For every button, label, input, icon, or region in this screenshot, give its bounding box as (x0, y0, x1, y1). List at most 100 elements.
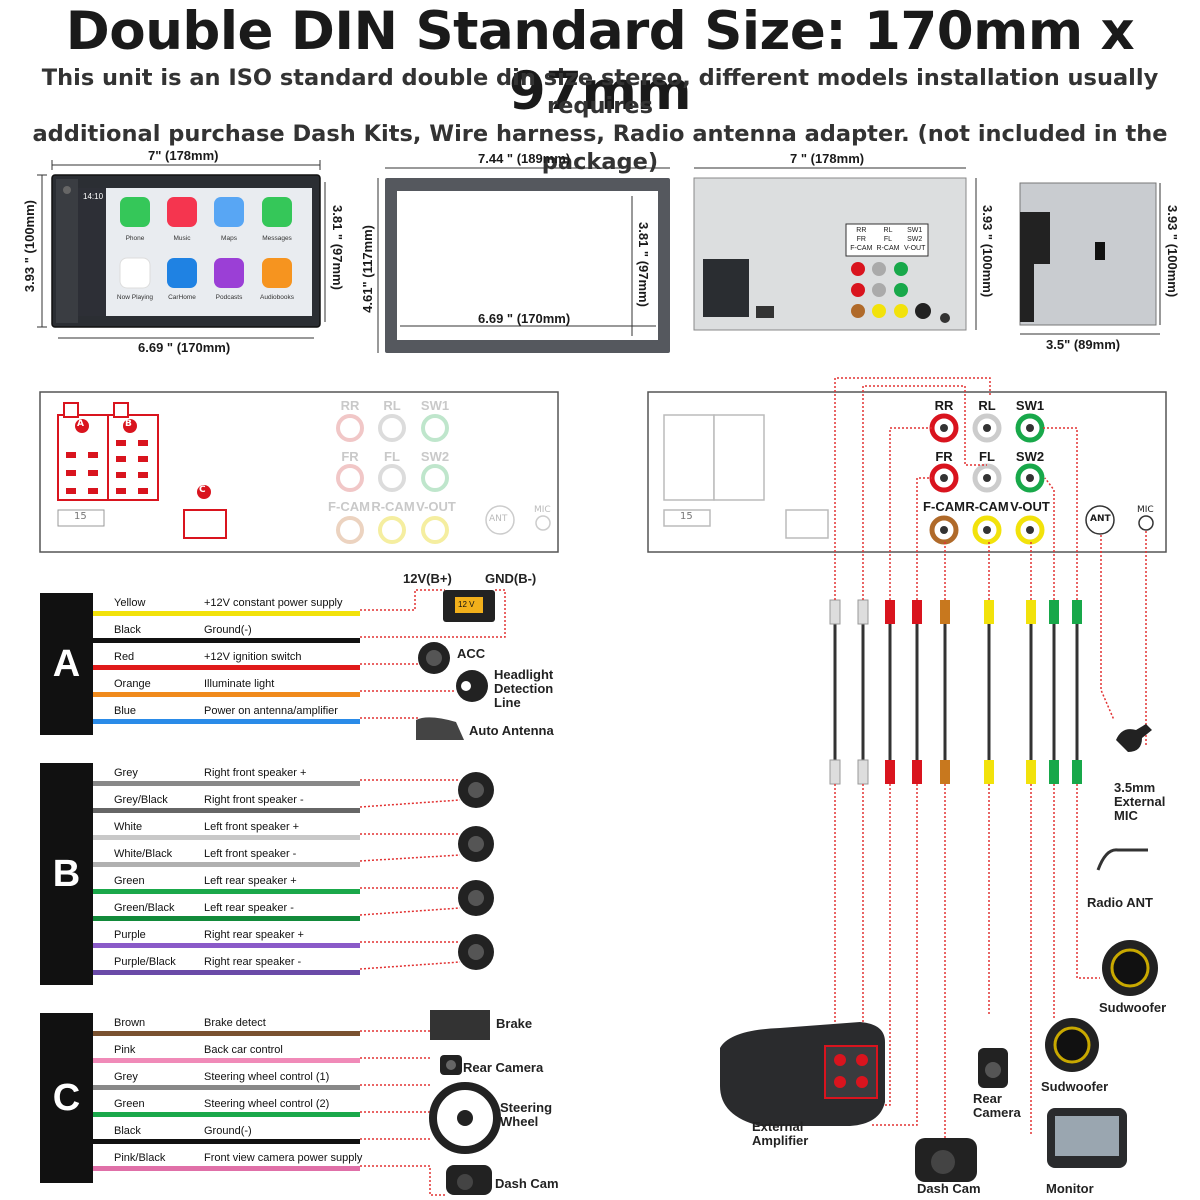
app-label-phone: Phone (125, 235, 145, 242)
wire-color-label: Grey (114, 767, 138, 779)
right-devices-drawings (720, 724, 1158, 1182)
lp-vout: V-OUT (416, 499, 456, 514)
wire-function-label: +12V constant power supply (204, 597, 343, 609)
wire-color-label: Pink (114, 1044, 136, 1056)
lp-sw2: SW2 (420, 449, 450, 464)
subwoofer2-label: Sudwoofer (1041, 1079, 1109, 1094)
back-table-rl: RL (883, 227, 893, 234)
dim-front-screen-height: 3.81 " (97mm) (330, 205, 345, 290)
rp-fr: FR (935, 449, 953, 464)
rp-fl: FL (979, 449, 995, 464)
dim-frame-width: 7.44 " (189mm) (478, 151, 571, 166)
wire-color-label: White (114, 821, 143, 833)
lp-rl: RL (383, 398, 401, 413)
rp-rr: RR (934, 398, 954, 413)
wire-stripe (93, 916, 360, 921)
wire-stripe (93, 1112, 360, 1117)
rca-plugs (829, 599, 1082, 785)
rear-camera-label-left: Rear Camera (463, 1060, 544, 1075)
wire-color-label: Purple/Black (114, 956, 176, 968)
battery-icon-label: 12 V (458, 600, 475, 609)
steering-line-1: Steering (500, 1100, 553, 1115)
back-table-sw1: SW1 (907, 227, 923, 234)
wire-color-label: Grey/Black (114, 794, 168, 806)
wire-color-label: Grey (114, 1071, 138, 1083)
wire-color-label: Orange (114, 678, 151, 690)
rp-rcam: R-CAM (965, 499, 1009, 514)
wire-stripe (93, 719, 360, 724)
plug-label-c: C (199, 485, 206, 495)
dim-back-width: 7 " (178mm) (790, 151, 865, 166)
wire-function-label: Left front speaker + (204, 821, 300, 833)
lp-mic: MIC (534, 505, 551, 515)
wire-stripe (93, 1085, 360, 1090)
plug-label-b: B (125, 419, 132, 429)
plug-a-b (57, 402, 227, 539)
brake-label: Brake (496, 1016, 533, 1031)
mic-line-3: MIC (1114, 808, 1138, 823)
wire-function-label: Power on antenna/amplifier (204, 705, 338, 717)
group-label-a: A (40, 593, 93, 735)
wire-function-label: Illuminate light (204, 678, 275, 690)
lp-rr: RR (340, 398, 360, 413)
monitor-label: Monitor (1046, 1181, 1094, 1196)
subtitle-line-2: additional purchase Dash Kits, Wire harn… (32, 121, 1168, 175)
back-table-rr: RR (856, 227, 867, 234)
wire-stripe (93, 692, 360, 697)
wire-stripe (93, 1058, 360, 1063)
wire-stripe (93, 781, 360, 786)
wire-stripe (93, 665, 360, 670)
wire-function-label: Back car control (204, 1044, 283, 1056)
lp-fl: FL (384, 449, 400, 464)
left-devices (416, 590, 501, 1195)
wire-function-label: Brake detect (204, 1017, 266, 1029)
wire-row: Black Ground(-) (93, 1125, 360, 1152)
amplifier-line-2: Amplifier (752, 1133, 809, 1148)
dash-cam-label-left: Dash Cam (495, 1176, 559, 1191)
wire-row: Red+12V ignition switch (93, 651, 360, 678)
mic-device-label: 3.5mm External MIC (1114, 781, 1165, 823)
headlight-line-3: Line (494, 695, 521, 710)
app-label-music: Music (173, 235, 191, 242)
wire-color-label: Green (114, 1098, 145, 1110)
acc-label: ACC (457, 646, 486, 661)
wire-function-label: Left front speaker - (204, 848, 297, 860)
wire-color-label: Pink/Black (114, 1152, 166, 1164)
wire-stripe (93, 1166, 360, 1171)
back-table-sw2: SW2 (907, 236, 923, 243)
wire-color-label: Black (114, 1125, 141, 1137)
headlight-line-1: Headlight (494, 667, 554, 682)
back-table-rcam: R-CAM (876, 245, 900, 252)
wire-row: Yellow+12V constant power supply (93, 597, 360, 624)
wire-color-label: Green (114, 875, 145, 887)
battery-positive-label: 12V(B+) (403, 571, 452, 586)
wire-function-label: Left rear speaker - (204, 902, 294, 914)
rp-fcam: F-CAM (923, 499, 965, 514)
wire-color-label: Black (114, 624, 141, 636)
wire-function-label: Ground(-) (204, 1125, 252, 1137)
screen-time: 14:10 (83, 192, 104, 201)
fuse-label-left: 15 (74, 511, 87, 522)
wire-stripe (93, 638, 360, 643)
dim-front-width: 7" (178mm) (148, 148, 219, 163)
rear-camera-line-1: Rear (973, 1091, 1002, 1106)
rp-mic: MIC (1137, 505, 1154, 515)
rp-sw2: SW2 (1015, 449, 1045, 464)
group-label-c: C (40, 1013, 93, 1183)
wire-color-label: White/Black (114, 848, 173, 860)
back-table-fr: FR (856, 236, 866, 243)
plug-a-b-grey (663, 414, 829, 539)
wire-stripe (93, 835, 360, 840)
rca-cables (833, 612, 1079, 780)
rear-camera-line-2: Camera (973, 1105, 1021, 1120)
wire-color-label: Purple (114, 929, 146, 941)
lp-fcam: F-CAM (328, 499, 370, 514)
battery-negative-label: GND(B-) (485, 571, 537, 586)
